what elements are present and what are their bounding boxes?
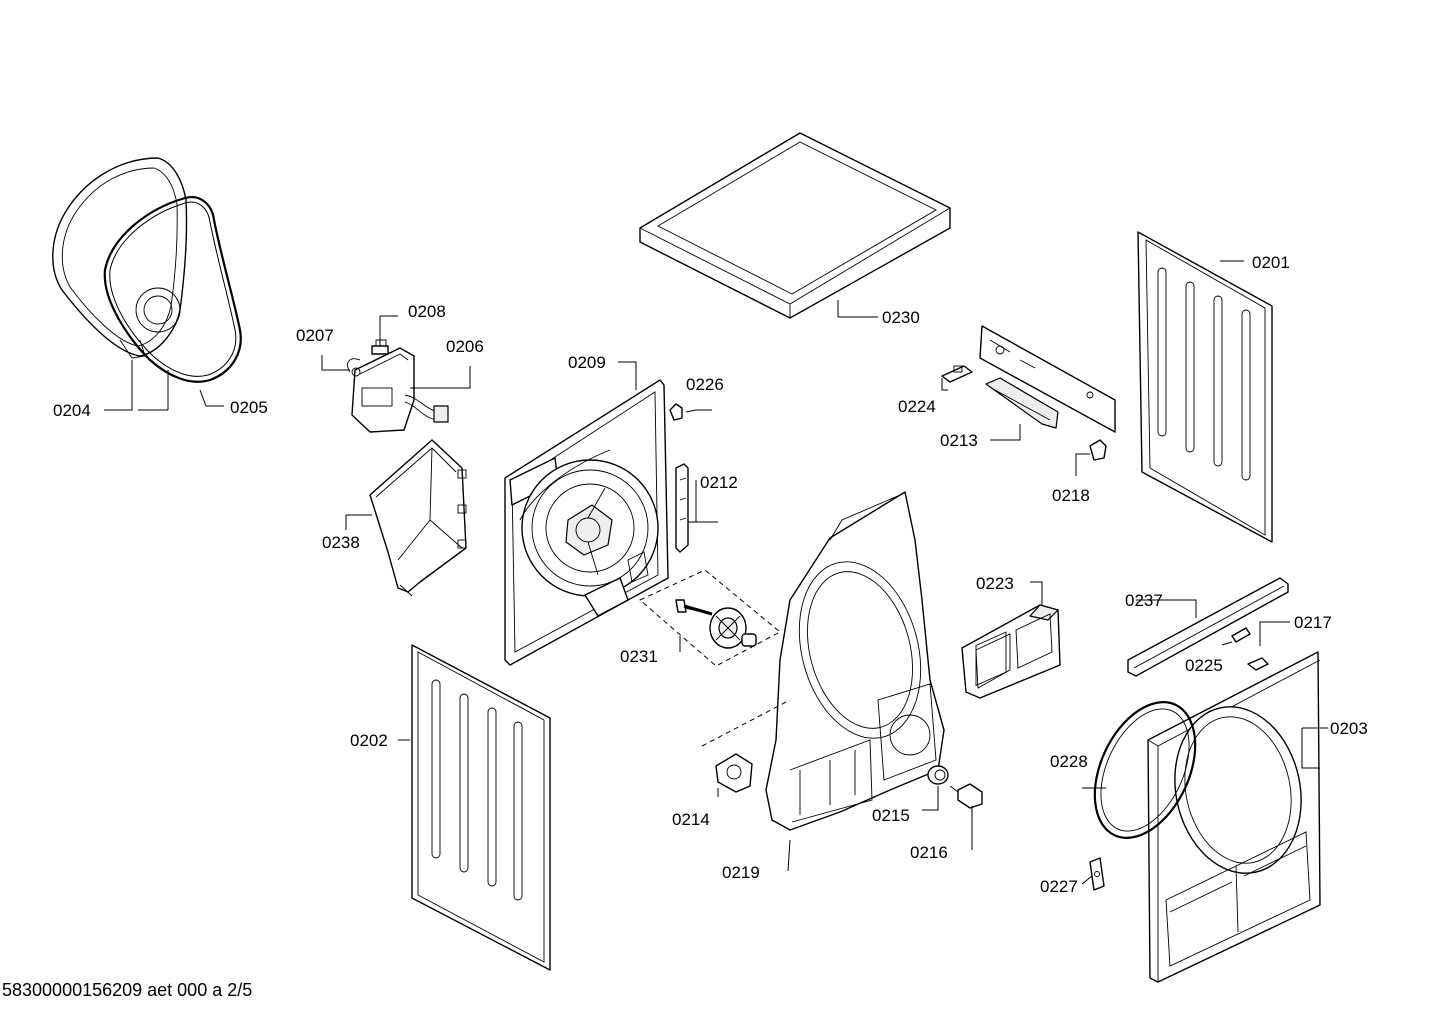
label-0208: 0208 (408, 302, 446, 321)
side-panel-0201 (1137, 231, 1273, 543)
label-0237: 0237 (1125, 591, 1163, 610)
label-0212: 0212 (700, 473, 738, 492)
label-0214: 0214 (672, 810, 710, 829)
door-seal-0205 (103, 196, 242, 383)
label-0231: 0231 (620, 647, 658, 666)
crossbar-0237 (1127, 577, 1289, 677)
label-0223: 0223 (976, 574, 1014, 593)
clip-0226 (669, 403, 683, 421)
label-0238: 0238 (322, 533, 360, 552)
bearing-set-0231 (639, 569, 781, 667)
front-panel-0203 (1147, 651, 1321, 983)
label-0230: 0230 (882, 308, 920, 327)
bracket-0227 (1089, 857, 1105, 891)
front-frame-0204 (52, 157, 188, 359)
bracket-0212 (675, 463, 689, 553)
clip-0225 (1231, 627, 1251, 643)
label-0225: 0225 (1185, 656, 1223, 675)
leader-lines (104, 260, 1328, 885)
control-module-0206 (347, 347, 449, 433)
bearing-shield-0219 (765, 491, 945, 831)
air-duct-0238 (369, 439, 467, 597)
label-0218: 0218 (1052, 486, 1090, 505)
filter-0223 (961, 604, 1061, 699)
clip-0218 (1089, 439, 1107, 461)
label-0215: 0215 (872, 806, 910, 825)
clip-0224 (941, 365, 973, 383)
label-0219: 0219 (722, 863, 760, 882)
label-0205: 0205 (230, 398, 268, 417)
label-0204: 0204 (53, 401, 91, 420)
clip-0217 (1247, 657, 1269, 671)
label-0201: 0201 (1252, 253, 1290, 272)
side-panel-0202 (411, 644, 551, 971)
label-0207: 0207 (296, 326, 334, 345)
label-0203: 0203 (1330, 719, 1368, 738)
pump-0214 (701, 699, 791, 793)
label-0206: 0206 (446, 337, 484, 356)
seal-ring-0228 (1093, 701, 1197, 839)
sensor-0216 (949, 783, 983, 809)
panel-bracket-0213 (979, 325, 1116, 433)
knob-0215 (927, 765, 949, 785)
label-0228: 0228 (1050, 752, 1088, 771)
document-id-footer: 58300000156209 aet 000 a 2/5 (2, 980, 253, 1000)
label-0217: 0217 (1294, 613, 1332, 632)
label-0226: 0226 (686, 375, 724, 394)
part-labels: 0201 0202 0203 0204 0205 0206 0207 0208 … (53, 253, 1368, 896)
label-0227: 0227 (1040, 877, 1078, 896)
label-0202: 0202 (350, 731, 388, 750)
label-0224: 0224 (898, 397, 936, 416)
rear-panel-0209 (504, 379, 669, 666)
label-0209: 0209 (568, 353, 606, 372)
top-cover-0230 (639, 132, 951, 319)
label-0216: 0216 (910, 843, 948, 862)
label-0213: 0213 (940, 431, 978, 450)
